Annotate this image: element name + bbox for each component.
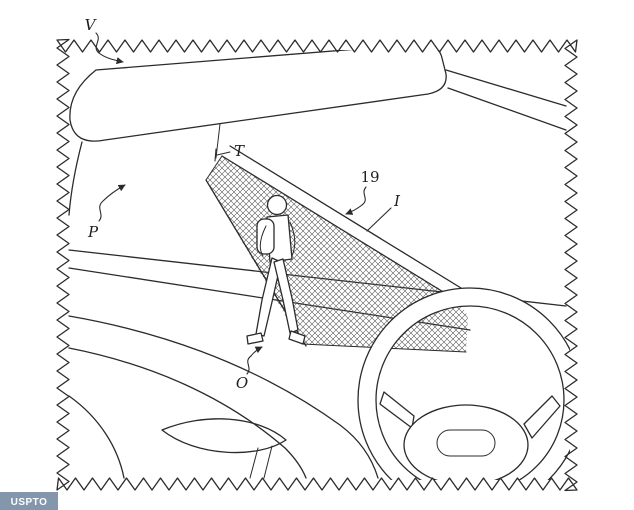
- leader-t: [216, 151, 231, 156]
- pillar-edge-outer: [229, 145, 475, 297]
- steering-wheel-spoke-right: [523, 395, 561, 439]
- leader-19: [345, 186, 367, 215]
- steering-wheel-hub-detail: [436, 429, 496, 457]
- pedestrian-arm-left: [259, 225, 267, 257]
- drawing-interior: [68, 50, 570, 480]
- steering-wheel-spoke-left: [379, 391, 415, 429]
- ref-label-v: V: [85, 16, 98, 34]
- door-trim-line-1: [249, 447, 259, 479]
- uspto-watermark: USPTO: [0, 492, 58, 510]
- leader-t-tick: [214, 148, 217, 162]
- pillar-edge-inner: [221, 155, 467, 307]
- ref-label-o: O: [236, 374, 248, 392]
- pedestrian-shoe-right: [288, 330, 306, 345]
- uspto-watermark-bg: [0, 492, 58, 510]
- steering-wheel-hub: [403, 404, 529, 480]
- dash-vent-shape: [161, 418, 287, 454]
- ref-label-t: T: [234, 142, 245, 160]
- ref-label-i: I: [393, 192, 401, 210]
- a-pillar-display-hatch: [206, 156, 468, 352]
- pedestrian-head: [266, 194, 288, 216]
- windshield-left-edge: [68, 141, 83, 216]
- leader-v: [95, 32, 124, 65]
- reference-labels: V T P 19 I O: [85, 16, 401, 392]
- roof-line-upper: [445, 69, 567, 107]
- steering-wheel-rim: [357, 287, 570, 480]
- pillar-top-edge: [205, 155, 223, 181]
- leader-o: [246, 346, 263, 375]
- steering-wheel: [357, 287, 570, 480]
- pillar-top-connector: [215, 123, 221, 159]
- ref-label-19: 19: [360, 168, 379, 186]
- door-curve-left: [68, 395, 125, 479]
- pedestrian-backpack: [256, 218, 275, 255]
- roof-line-lower: [447, 87, 567, 131]
- pedestrian-shoe-left: [246, 332, 264, 345]
- sun-visor: [69, 50, 447, 142]
- jagged-border: [56, 38, 578, 492]
- leader-p: [98, 184, 126, 222]
- uspto-watermark-text: USPTO: [11, 497, 48, 508]
- dash-curve-lower: [68, 347, 307, 479]
- pedestrian-arm-right: [289, 221, 296, 257]
- pedestrian: [246, 194, 306, 345]
- ref-label-p: P: [87, 223, 99, 241]
- door-trim-line-2: [263, 445, 273, 479]
- leader-i: [366, 207, 392, 232]
- dash-curve-upper: [68, 315, 379, 479]
